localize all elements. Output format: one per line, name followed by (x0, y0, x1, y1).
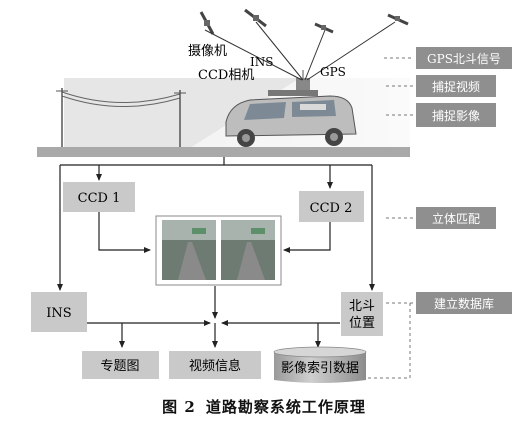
beidou-position-box: 北斗 位置 (341, 292, 383, 336)
figure-caption: 图 2 道路勘察系统工作原理 (0, 396, 528, 417)
side-leaders (368, 57, 414, 379)
satellite-icon (314, 22, 334, 34)
svg-text:立体匹配: 立体匹配 (432, 211, 480, 226)
svg-text:捕捉影像: 捕捉影像 (432, 108, 480, 123)
side-build-database: 建立数据库 (416, 292, 512, 314)
side-capture-image: 捕捉影像 (416, 103, 496, 127)
satellite-icon (244, 8, 267, 28)
ccd1-box: CCD 1 (63, 182, 135, 212)
ins-top-label: INS (250, 55, 273, 69)
svg-text:INS: INS (46, 306, 71, 321)
video-info-box: 视频信息 (169, 351, 261, 379)
beidou-label: 北斗 (349, 299, 375, 314)
svg-text:CCD 1: CCD 1 (78, 191, 121, 206)
side-capture-video: 捕捉视频 (416, 75, 496, 97)
flow-connectors (57, 157, 375, 348)
satellite-icon (387, 13, 409, 26)
ccd2-box: CCD 2 (299, 191, 364, 222)
svg-text:CCD 2: CCD 2 (310, 201, 353, 216)
gps-label: GPS (320, 65, 346, 79)
road-strip (37, 147, 410, 157)
svg-text:专题图: 专题图 (100, 359, 139, 374)
position-label: 位置 (349, 316, 375, 331)
side-gps-beidou-signal: GPS北斗信号 (416, 47, 512, 69)
stereo-image-pair (155, 215, 282, 286)
svg-text:捕捉视频: 捕捉视频 (432, 79, 480, 94)
image-index-database: 影像索引数据 (273, 346, 367, 383)
svg-text:视频信息: 视频信息 (189, 358, 241, 374)
svg-text:建立数据库: 建立数据库 (434, 296, 494, 311)
ins-box: INS (31, 292, 87, 332)
camera-label: 摄像机 (188, 44, 227, 59)
utility-pole-left-icon (56, 88, 68, 148)
figure-title: 道路勘察系统工作原理 (205, 398, 366, 416)
survey-van-icon (225, 70, 357, 147)
thematic-map-box: 专题图 (82, 351, 159, 379)
side-stereo-matching: 立体匹配 (416, 207, 496, 229)
utility-pole-right-icon (174, 90, 186, 148)
satellite-icon (199, 11, 215, 35)
svg-text:影像索引数据: 影像索引数据 (281, 361, 359, 376)
figure-number: 图 2 (162, 398, 196, 416)
svg-text:GPS北斗信号: GPS北斗信号 (427, 52, 501, 66)
ccd-camera-label: CCD相机 (198, 68, 254, 83)
field-scene: 摄像机 INS CCD相机 GPS (37, 8, 410, 157)
